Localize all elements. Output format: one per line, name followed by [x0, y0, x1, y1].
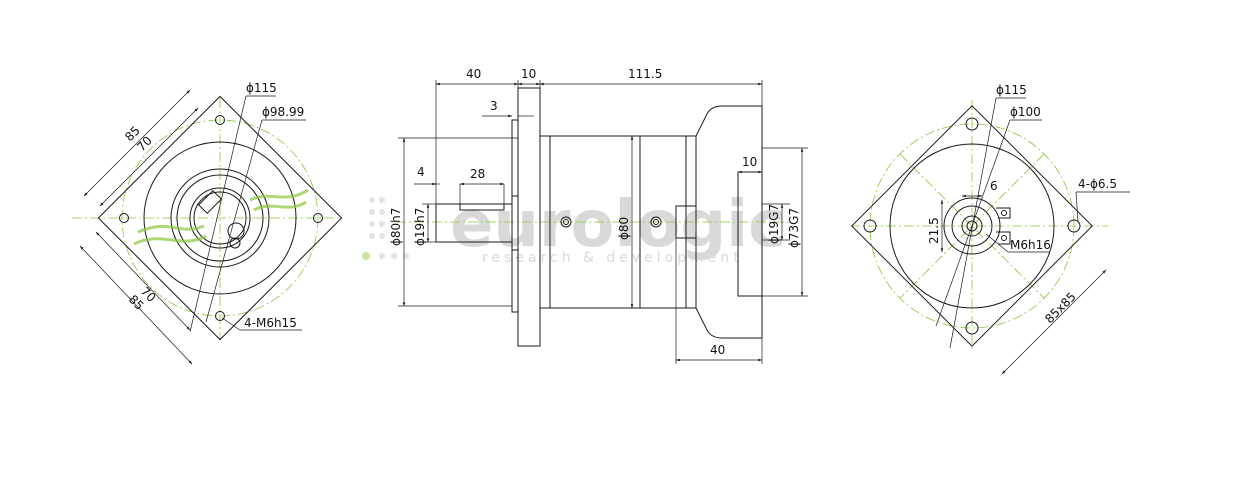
front-dim70-bottom: [95, 231, 191, 331]
front-hole-bottom: [215, 311, 225, 321]
front-shaft-circle: [189, 187, 251, 249]
side-dim10-label: 10: [521, 67, 536, 81]
front-hole-right: [313, 213, 323, 223]
rear-bolt-circle: [869, 123, 1075, 329]
rear-clamp-top: [996, 207, 1011, 219]
side-plug-left: [560, 216, 572, 228]
rear-hub-inner: [951, 205, 993, 247]
front-view: ϕ115 ϕ98.99 85 70 70 85 4-M6h15: [72, 81, 343, 365]
front-dim70-top: [99, 107, 199, 207]
front-inner-circle: [170, 168, 270, 268]
side-dim111-label: 111.5: [628, 67, 662, 81]
side-dim40-label: 40: [466, 67, 481, 81]
side-dim3-label: 3: [490, 99, 498, 113]
front-hole-left: [119, 213, 129, 223]
side-spigot: [511, 119, 519, 313]
rear-dim-square-label: 85x85: [1042, 290, 1079, 327]
rear-dim21-label: 21.5: [927, 217, 941, 244]
rear-bore: [961, 215, 983, 237]
front-holes-label: 4-M6h15: [244, 316, 297, 330]
rear-hole-bottom: [965, 321, 979, 335]
front-bolt-circle: [121, 119, 319, 317]
rear-hub-outer: [943, 197, 1001, 255]
rear-view: ϕ115 ϕ100 4-ϕ6.5 6 21.5 M6h16 85x85: [850, 83, 1130, 375]
side-dim-d80-label: ϕ80: [617, 217, 631, 240]
watermark-brand: eurologic: [450, 188, 786, 262]
rear-d100-leader: [935, 119, 1011, 327]
side-dim-d19h7-label: ϕ19h7: [413, 208, 427, 246]
side-coupling: [675, 205, 697, 239]
rear-hole-top: [965, 117, 979, 131]
front-hub-circle: [193, 191, 247, 245]
front-hatch-left-2: [137, 224, 205, 234]
front-port-small: [229, 237, 241, 249]
rear-outer-circle: [889, 143, 1055, 309]
side-dim-in10-label: 10: [742, 155, 757, 169]
side-key: [459, 203, 505, 211]
side-dim-d73g7-label: ϕ73G7: [787, 208, 801, 248]
front-hatch-right: [249, 188, 309, 202]
front-d115-leader: [189, 95, 247, 333]
side-dim-bottom40-label: 40: [710, 343, 725, 357]
rear-holes-label: 4-ϕ6.5: [1078, 177, 1117, 191]
front-hatch-left: [133, 234, 207, 246]
front-dim85-bottom: [79, 245, 193, 365]
front-bore-circle: [176, 174, 264, 262]
front-holes-leader: [221, 317, 241, 331]
rear-hole-right: [1067, 219, 1081, 233]
rear-d115-label: ϕ115: [996, 83, 1027, 97]
watermark-tagline: research & development: [482, 250, 743, 266]
side-dim28-label: 28: [470, 167, 485, 181]
front-port-large: [227, 222, 245, 240]
rear-hole-left: [863, 219, 877, 233]
front-hatch-right-2: [253, 200, 307, 212]
front-outer-circle: [143, 141, 297, 295]
rear-dim6-label: 6: [990, 179, 998, 193]
rear-thread-label: M6h16: [1010, 238, 1051, 252]
side-dim-d80h7-label: ϕ80h7: [389, 208, 403, 246]
front-d115-label: ϕ115: [246, 81, 277, 95]
side-plug-right: [650, 216, 662, 228]
rear-dim-square: [1001, 269, 1107, 375]
side-view: 40 10 111.5 3 4 28 ϕ80h7 ϕ19h7 ϕ80 10: [389, 67, 808, 364]
front-d98-leader: [205, 119, 263, 323]
rear-clamp-bottom: [996, 231, 1011, 245]
side-dim-d19g7-label: ϕ19G7: [767, 204, 781, 244]
rear-thread-leader: [985, 233, 1009, 253]
rear-holes-leader: [1075, 191, 1079, 223]
watermark: eurologic research & development: [362, 188, 786, 266]
watermark-dots: [362, 197, 409, 260]
side-dim4-label: 4: [417, 165, 425, 179]
front-d98-label: ϕ98.99: [262, 105, 304, 119]
rear-d100-label: ϕ100: [1010, 105, 1041, 119]
front-key-slot: [197, 189, 223, 215]
front-hole-top: [215, 115, 225, 125]
